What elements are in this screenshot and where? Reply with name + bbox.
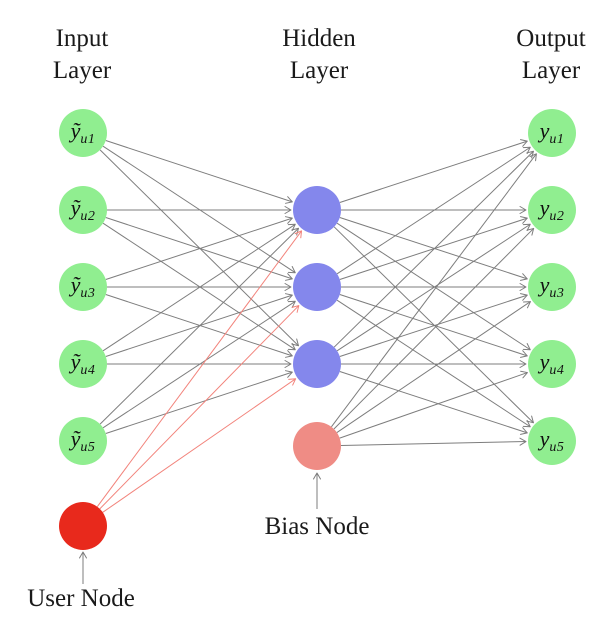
user-node-label: User Node [27,585,135,612]
edge-input-to-hidden [105,370,293,434]
node-label-out-yu5: yu5 [539,425,565,455]
edge-hidden-to-output [336,223,531,352]
edge-bias-to-output [333,227,535,430]
hidden-node-1 [293,186,341,234]
hidden-layer-header: Hidden Layer [282,23,356,87]
edge-input-to-hidden [99,227,299,425]
edge-input-to-hidden [105,294,293,358]
header-line: Input [55,25,109,52]
output-node-yu4: yu4 [528,340,576,388]
bias-node-label: Bias Node [264,513,370,540]
output-layer-header: Output Layer [516,23,585,87]
input-node-yu1: ỹu1 [59,109,107,157]
bias-node [293,422,341,470]
input-node-yu3: ỹu3 [59,263,107,311]
edge-input-to-hidden [102,300,296,429]
node-label-out-yu2: yu2 [539,194,565,224]
edge-bias-to-output [336,301,531,433]
output-node-yu3: yu3 [528,263,576,311]
output-node-yu1: yu1 [528,109,576,157]
node-label-out-yu4: yu4 [539,348,565,378]
edge-input-to-hidden [105,140,293,204]
input-node-yu2: ỹu2 [59,186,107,234]
input-node-yu5: ỹu5 [59,417,107,465]
edge-hidden-to-output [339,293,528,358]
node-label-out-yu1: yu1 [539,117,565,147]
edge-hidden-to-output [336,222,531,351]
edge-bias-to-output [339,370,528,439]
edge-input-to-hidden [105,217,293,281]
node-label-yu3: ỹu3 [70,271,96,301]
edge-input-to-hidden [102,145,296,274]
edge-input-to-hidden [105,216,293,280]
edge-hidden-to-output [339,370,528,435]
edge-user-to-hidden [102,378,297,513]
hidden-node-3 [293,340,341,388]
edge-hidden-to-output [339,216,528,281]
input-layer-header: Input Layer [53,23,111,87]
user-node [59,502,107,550]
header-line: Layer [52,57,112,84]
edge-hidden-to-output [339,293,528,358]
edge-input-to-hidden [102,223,296,352]
node-label-yu4: ỹu4 [70,348,96,378]
header-line: Hidden [282,25,356,52]
edge-bias-to-output [340,437,527,446]
input-node-yu4: ỹu4 [59,340,107,388]
edge-hidden-to-output [336,146,531,275]
output-node-yu5: yu5 [528,417,576,465]
edge-hidden-to-output [339,139,528,204]
edge-hidden-to-output [336,299,531,428]
node-label-yu2: ỹu2 [70,194,96,224]
hidden-node-2 [293,263,341,311]
header-line: Layer [289,57,349,84]
header-line: Output [516,25,586,52]
node-label-out-yu3: yu3 [539,271,565,301]
edge-hidden-to-output [333,150,534,348]
edge-input-to-hidden [102,222,296,351]
edge-user-to-hidden [96,230,303,508]
node-label-yu5: ỹu5 [70,425,96,455]
node-label-yu1: ỹu1 [70,117,96,147]
edge-bias-to-output [331,153,537,428]
output-node-yu2: yu2 [528,186,576,234]
edge-user-to-hidden [99,305,300,510]
header-line: Layer [521,57,581,84]
